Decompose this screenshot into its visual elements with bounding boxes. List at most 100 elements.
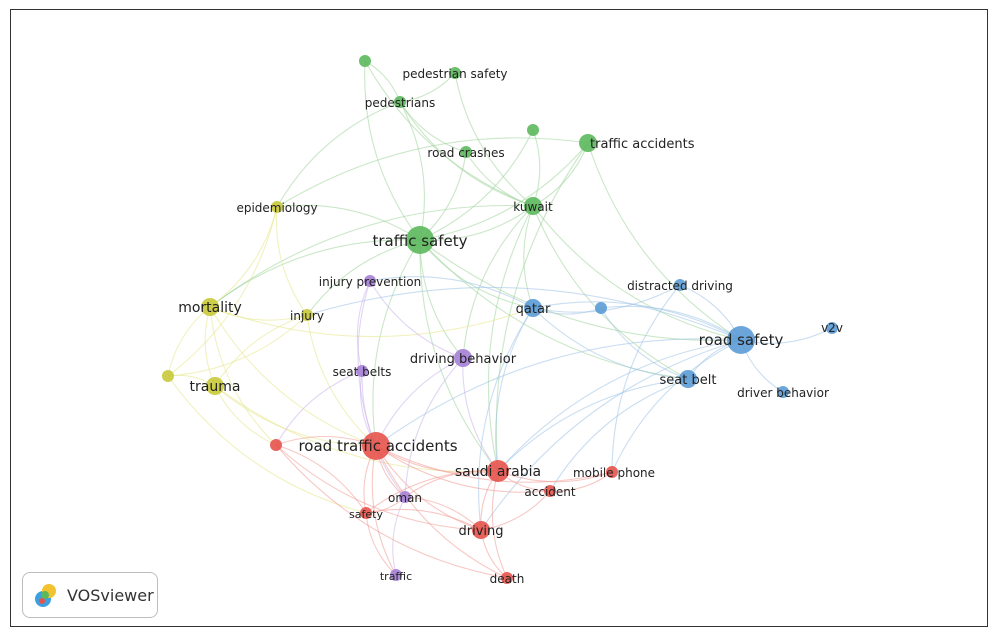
node-driving-behavior[interactable] bbox=[454, 349, 472, 367]
node-yellow-a[interactable] bbox=[162, 370, 174, 382]
node-kuwait[interactable] bbox=[524, 197, 542, 215]
node-seat-belt[interactable] bbox=[679, 370, 697, 388]
edge-road_safety-saudi_arabia bbox=[497, 339, 742, 472]
node-v2v[interactable] bbox=[826, 322, 838, 334]
edge-mortality-trauma bbox=[204, 306, 216, 387]
edge-qatar-injury_prevention bbox=[369, 276, 534, 309]
node-mobile-phone[interactable] bbox=[606, 466, 618, 478]
edge-epidemiology-injury bbox=[275, 206, 308, 316]
edge-seat_belt-saudi_arabia bbox=[497, 378, 689, 472]
edge-mortality-yellow_a bbox=[167, 306, 211, 377]
edge-mortality-road_traffic_accidents bbox=[209, 306, 377, 447]
edge-qatar-distracted_driving bbox=[532, 284, 681, 313]
node-traffic-safety[interactable] bbox=[406, 226, 434, 254]
vosviewer-label: VOSviewer bbox=[67, 585, 154, 605]
edge-qatar-saudi_arabia bbox=[495, 307, 534, 472]
node-saudi-arabia[interactable] bbox=[487, 460, 509, 482]
edge-seat_belt-accident bbox=[549, 378, 689, 492]
edge-traffic_safety-saudi_arabia bbox=[419, 239, 499, 472]
label-death: death bbox=[490, 572, 525, 586]
edge-traffic_safety-road_safety bbox=[419, 239, 742, 342]
node-blue-a[interactable] bbox=[595, 302, 607, 314]
edge-safety-red_a bbox=[275, 444, 367, 514]
edge-injury-trauma bbox=[214, 314, 308, 387]
node-safety[interactable] bbox=[360, 507, 372, 519]
label-road-crashes: road crashes bbox=[427, 146, 504, 160]
edge-traffic_safety-road_crashes bbox=[419, 151, 467, 241]
label-driving: driving bbox=[458, 524, 503, 539]
label-accident: accident bbox=[524, 485, 575, 499]
network-frame bbox=[10, 9, 988, 627]
node-driver-behavior[interactable] bbox=[777, 386, 789, 398]
edge-driving_behavior-road_traffic_accidents bbox=[375, 357, 464, 447]
edge-traffic_safety-qatar bbox=[419, 239, 534, 309]
edge-yellow_a-epidemiology bbox=[167, 206, 278, 377]
edge-red_a-driving bbox=[275, 444, 482, 531]
node-accident[interactable] bbox=[544, 485, 556, 497]
edge-kuwait-mortality bbox=[209, 204, 534, 308]
node-road-traffic-accidents[interactable] bbox=[362, 432, 390, 460]
label-traffic-accidents: traffic accidents bbox=[590, 137, 695, 152]
edge-qatar-seat_belt bbox=[532, 307, 689, 380]
node-mortality[interactable] bbox=[201, 298, 219, 316]
edge-accident-mobile_phone bbox=[549, 471, 613, 492]
edge-trauma-saudi_arabia bbox=[214, 385, 499, 473]
node-oman[interactable] bbox=[399, 491, 411, 503]
edge-yellow_a-safety bbox=[167, 375, 367, 514]
edge-safety-traffic bbox=[365, 512, 397, 576]
node-injury-prevention[interactable] bbox=[364, 275, 376, 287]
edge-traffic_safety-traffic_accidents bbox=[419, 142, 589, 241]
node-road-crashes[interactable] bbox=[460, 146, 472, 158]
edge-red_a-death bbox=[275, 444, 508, 579]
edge-seat_belts-oman bbox=[361, 370, 406, 498]
edge-traffic_safety-pedestrians bbox=[399, 101, 425, 241]
label-oman: oman bbox=[388, 491, 422, 505]
node-distracted-driving[interactable] bbox=[674, 279, 686, 291]
edge-mortality-red_a bbox=[209, 306, 277, 446]
node-pedestrians[interactable] bbox=[394, 96, 406, 108]
edge-traffic_safety-epidemiology bbox=[276, 204, 421, 241]
label-traffic-safety: traffic safety bbox=[372, 232, 467, 250]
node-green-a[interactable] bbox=[359, 55, 371, 67]
edge-pedestrians-epidemiology bbox=[276, 101, 401, 208]
node-trauma[interactable] bbox=[206, 377, 224, 395]
label-driver-behavior: driver behavior bbox=[737, 386, 829, 400]
node-driving[interactable] bbox=[472, 521, 490, 539]
vosviewer-logo-icon bbox=[35, 584, 56, 607]
edge-traffic_safety-seat_belt bbox=[419, 239, 689, 380]
edge-distracted_driving-mobile_phone bbox=[611, 284, 681, 473]
label-distracted-driving: distracted driving bbox=[627, 279, 733, 293]
edge-road_crashes-kuwait bbox=[465, 151, 534, 207]
node-qatar[interactable] bbox=[524, 299, 542, 317]
edge-oman-traffic bbox=[392, 496, 406, 576]
node-injury[interactable] bbox=[301, 309, 313, 321]
edge-green_a-traffic_safety bbox=[364, 60, 421, 241]
edge-trauma-road_traffic_accidents bbox=[214, 385, 377, 447]
edge-traffic_accidents-road_safety bbox=[587, 142, 742, 341]
label-safety: safety bbox=[349, 508, 383, 521]
node-epidemiology[interactable] bbox=[271, 201, 283, 213]
edge-driving_behavior-oman bbox=[404, 357, 464, 498]
node-traffic-accidents[interactable] bbox=[579, 134, 597, 152]
edge-yellow_a-injury bbox=[167, 314, 308, 377]
node-traffic[interactable] bbox=[390, 569, 402, 581]
node-red-a[interactable] bbox=[270, 439, 282, 451]
label-road-safety: road safety bbox=[699, 331, 784, 349]
label-driving-behavior: driving behavior bbox=[410, 352, 517, 367]
node-seat-belts[interactable] bbox=[356, 365, 368, 377]
label-pedestrians: pedestrians bbox=[365, 96, 435, 110]
edges-layer bbox=[167, 60, 833, 579]
edge-traffic_safety-green_b bbox=[419, 129, 534, 241]
label-injury: injury bbox=[290, 309, 324, 323]
node-road-safety[interactable] bbox=[727, 326, 755, 354]
edge-kuwait-qatar bbox=[523, 205, 534, 309]
edge-road_traffic_accidents-driving bbox=[375, 445, 482, 531]
edge-driving_behavior-saudi_arabia bbox=[462, 357, 499, 472]
edge-kuwait-saudi_arabia bbox=[487, 205, 534, 472]
edge-road_safety-injury bbox=[306, 286, 742, 341]
node-pedestrian-safety[interactable] bbox=[449, 67, 461, 79]
edge-kuwait-driving_behavior bbox=[462, 205, 534, 359]
node-death[interactable] bbox=[501, 572, 513, 584]
node-green-b[interactable] bbox=[527, 124, 539, 136]
